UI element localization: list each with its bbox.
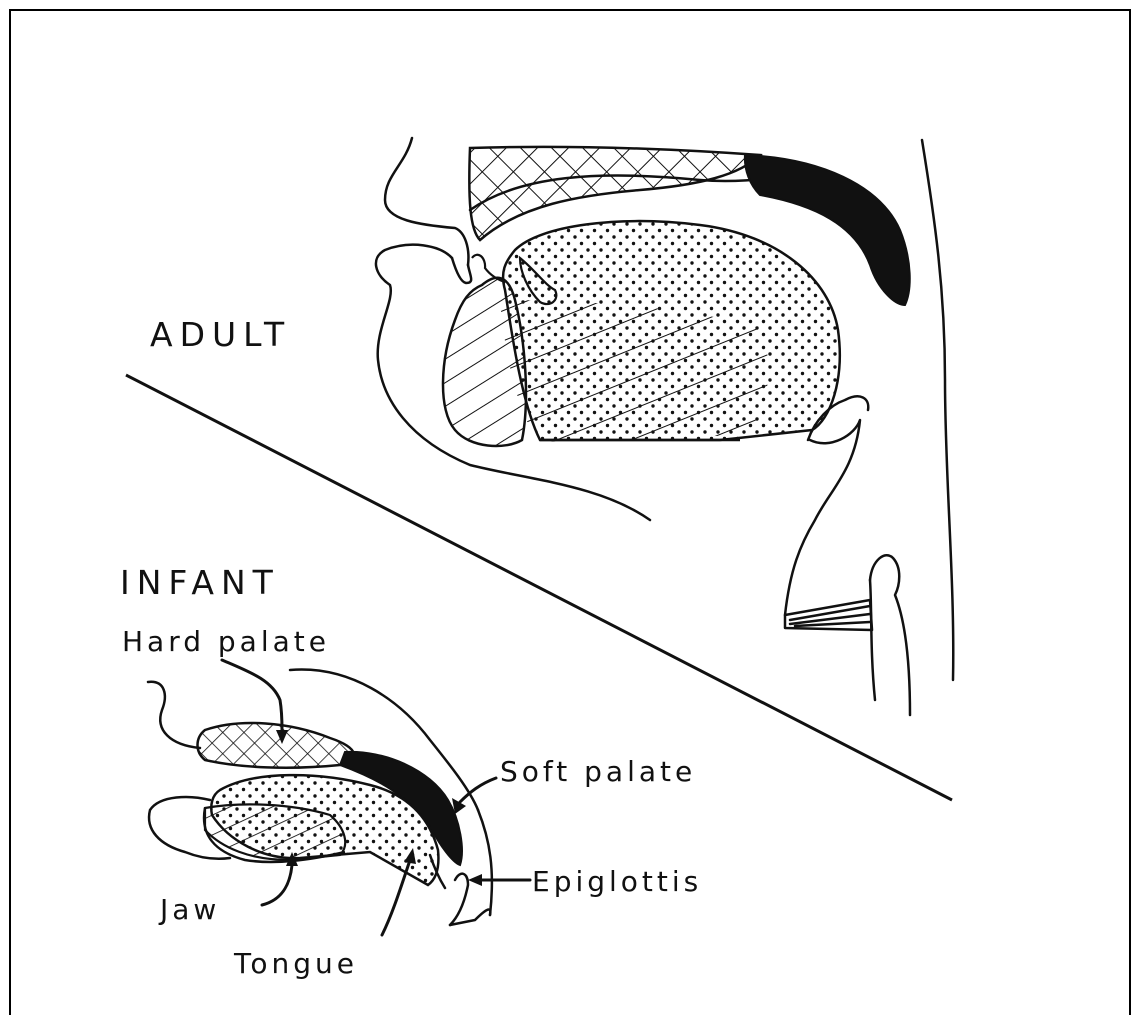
soft-palate-label: Soft palate [500, 758, 696, 786]
infant-label: INFANT [120, 566, 280, 599]
adult-jaw [443, 278, 526, 446]
adult-tongue-body [500, 300, 768, 442]
epiglottis-label: Epiglottis [532, 868, 702, 896]
jaw-label: Jaw [160, 896, 220, 924]
hard-palate-label: Hard palate [122, 628, 330, 656]
infant-hard-palate [198, 723, 354, 768]
tongue-label: Tongue [234, 950, 358, 978]
adult-label: ADULT [150, 318, 291, 351]
